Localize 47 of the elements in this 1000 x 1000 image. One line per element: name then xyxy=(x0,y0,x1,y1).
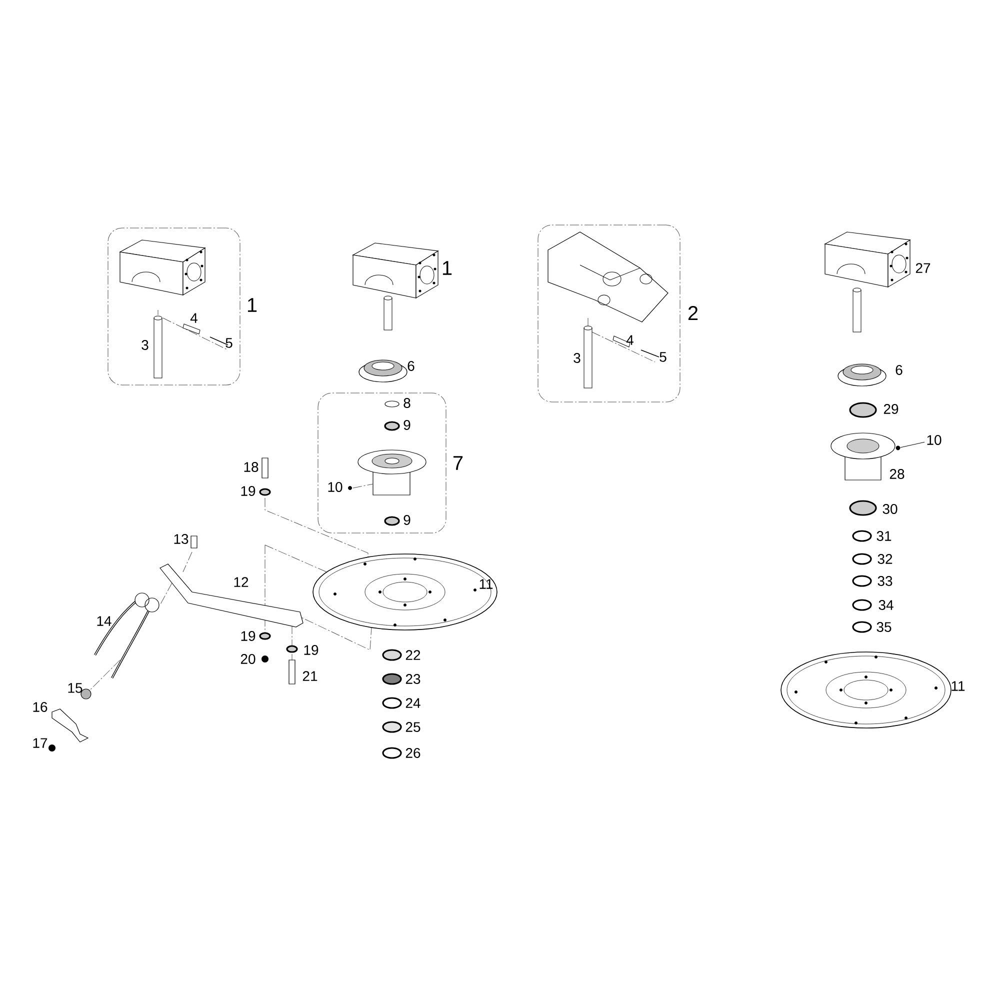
callout-number: 19 xyxy=(241,486,256,496)
callout-number: 7 xyxy=(453,456,463,470)
callout-number: 22 xyxy=(406,650,420,660)
callout-number: 16 xyxy=(33,702,48,712)
callout-number: 29 xyxy=(884,404,898,414)
callout-number: 33 xyxy=(878,576,892,586)
callout-number: 3 xyxy=(142,340,148,350)
callout-number: 15 xyxy=(68,683,82,693)
callout-number: 34 xyxy=(878,600,894,610)
callout-number: 4 xyxy=(626,335,634,345)
callout-number: 32 xyxy=(878,554,892,564)
callout-number: 17 xyxy=(33,738,48,748)
callout-number: 6 xyxy=(408,361,414,371)
callout-number: 30 xyxy=(882,504,898,514)
callout-number: 3 xyxy=(574,353,580,363)
callout-number: 2 xyxy=(688,306,698,320)
callout-number: 9 xyxy=(404,420,410,430)
callout-number: 19 xyxy=(304,645,318,655)
callout-number: 35 xyxy=(876,622,892,632)
callout-number: 14 xyxy=(97,616,112,626)
callout-number: 28 xyxy=(890,469,904,479)
callout-number: 6 xyxy=(896,365,902,375)
callout-number: 26 xyxy=(406,748,420,758)
callout-number: 8 xyxy=(404,398,410,408)
callout-number: 10 xyxy=(328,482,342,492)
callout-number: 13 xyxy=(174,534,188,544)
callout-number: 27 xyxy=(916,263,930,273)
callout-number: 18 xyxy=(244,462,258,472)
callout-number: 31 xyxy=(876,531,892,541)
callout-number: 23 xyxy=(406,674,420,684)
callout-number: 24 xyxy=(406,698,420,708)
callout-number: 5 xyxy=(226,338,232,348)
callout-number: 25 xyxy=(406,722,420,732)
callout-number: 4 xyxy=(190,313,198,323)
callout-number: 1 xyxy=(248,298,257,312)
callout-number: 5 xyxy=(660,352,666,362)
callout-number: 11 xyxy=(952,681,965,691)
grease-nipple xyxy=(896,446,900,450)
callout-number: 1 xyxy=(442,261,452,275)
callout-number: 20 xyxy=(240,654,256,664)
callout-number: 9 xyxy=(404,515,410,525)
callout-number: 10 xyxy=(927,435,942,445)
callout-number: 19 xyxy=(241,631,256,641)
callout-number: 21 xyxy=(302,671,318,681)
leader-line xyxy=(900,442,925,448)
callout-number: 12 xyxy=(234,577,248,587)
callout-number: 11 xyxy=(480,579,493,589)
